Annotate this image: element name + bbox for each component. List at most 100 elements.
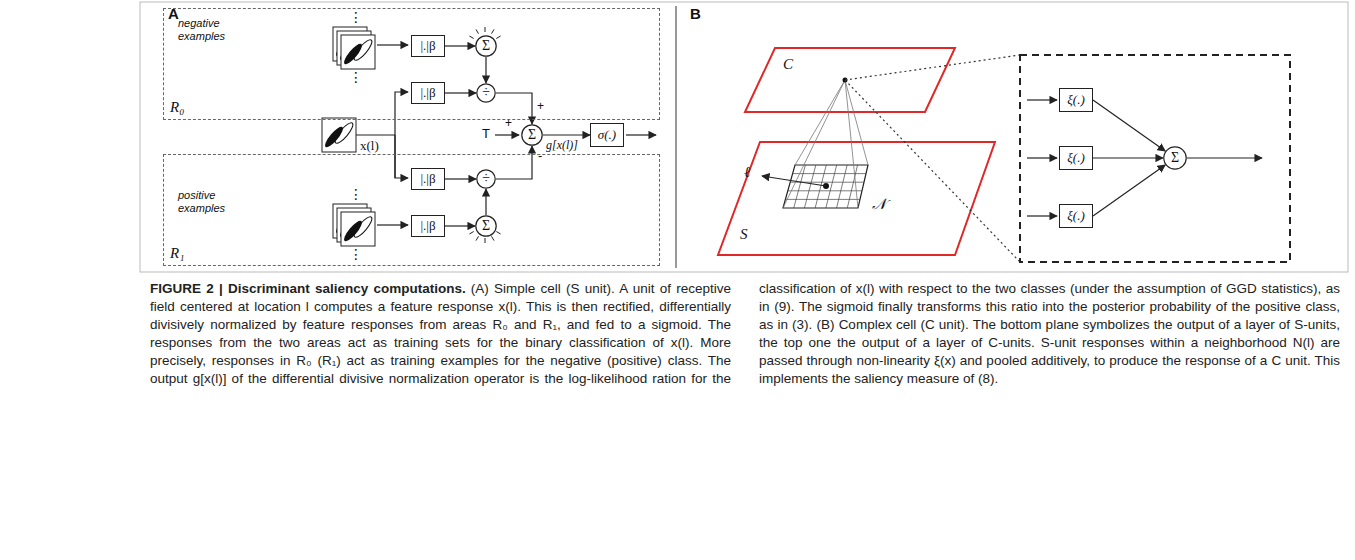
ellipsis-dots: ⋮ bbox=[349, 187, 363, 202]
node-text: σ(.) bbox=[598, 128, 616, 142]
node-text: ÷ bbox=[482, 85, 490, 100]
circle-stroke bbox=[1164, 147, 1186, 169]
rectify-box: |.|β bbox=[411, 168, 445, 190]
ray bbox=[496, 232, 500, 235]
location-symbol: ℓ bbox=[744, 164, 750, 181]
threshold-wire bbox=[495, 134, 519, 135]
sum-circle: Σ bbox=[1163, 146, 1187, 170]
pool-line bbox=[783, 80, 845, 208]
region-box: positive examplesR₁|.|β÷|.|βΣ bbox=[163, 154, 660, 266]
circle-stroke bbox=[522, 125, 542, 145]
connector bbox=[1093, 157, 1163, 158]
grid-line bbox=[837, 165, 848, 208]
ray bbox=[476, 236, 479, 240]
region-title: positive examples bbox=[178, 189, 240, 215]
grid-line bbox=[788, 190, 862, 191]
caption-text: (A) Simple cell (S unit). A unit of rece… bbox=[150, 281, 1340, 386]
sigmoid-box: σ(.) bbox=[590, 123, 624, 147]
plane-name: C bbox=[783, 56, 793, 73]
neighborhood-symbol: 𝒩 bbox=[872, 196, 886, 213]
wire bbox=[377, 44, 408, 45]
node-text: Σ bbox=[482, 38, 490, 53]
input-wire bbox=[1027, 157, 1057, 158]
connector bbox=[485, 57, 486, 83]
circle-stroke bbox=[477, 84, 495, 102]
divide-circle: ÷ bbox=[476, 169, 496, 189]
ray bbox=[469, 36, 473, 39]
sign: + bbox=[505, 117, 512, 130]
zoom-line bbox=[845, 80, 1020, 262]
ray bbox=[485, 238, 486, 243]
pool-line bbox=[795, 80, 845, 165]
divide-circle: ÷ bbox=[476, 83, 496, 103]
pool-line bbox=[845, 80, 868, 165]
sum-circle: Σ bbox=[475, 215, 497, 237]
nonlinearity-box: ξ(.) bbox=[1059, 204, 1093, 228]
sum-circle: Σ bbox=[475, 35, 497, 57]
connector bbox=[543, 134, 590, 135]
ellipsis-dots: ⋮ bbox=[349, 70, 363, 85]
figure-caption: FIGURE 2 | Discriminant saliency computa… bbox=[150, 280, 1340, 388]
ray bbox=[469, 232, 473, 235]
gabor-image bbox=[322, 118, 356, 152]
connector bbox=[445, 178, 476, 179]
output-wire bbox=[626, 134, 656, 135]
ray bbox=[485, 27, 486, 32]
circle-stroke bbox=[476, 36, 496, 56]
node-text: |.|β bbox=[420, 39, 435, 53]
nonlinearity-box: ξ(.) bbox=[1059, 146, 1093, 170]
node-text: Σ bbox=[1171, 150, 1179, 165]
node-text: Σ bbox=[482, 218, 490, 233]
gabor-image bbox=[341, 35, 375, 69]
sum-circle: Σ bbox=[521, 124, 543, 146]
plane-name: S bbox=[740, 226, 748, 243]
c-plane bbox=[745, 48, 955, 112]
rectify-box: |.|β bbox=[411, 82, 445, 104]
figure-title: FIGURE 2 | Discriminant saliency computa… bbox=[150, 281, 466, 296]
pooling-lines bbox=[783, 80, 868, 208]
threshold-symbol: T bbox=[482, 127, 490, 141]
node-text: |.|β bbox=[420, 219, 435, 233]
node-text: ξ(.) bbox=[1067, 209, 1084, 223]
s-plane bbox=[718, 142, 995, 255]
nonlinearity-box: ξ(.) bbox=[1059, 88, 1093, 112]
ellipsis-dots: ⋮ bbox=[349, 247, 363, 262]
wire bbox=[356, 134, 395, 135]
node-text: |.|β bbox=[420, 172, 435, 186]
connector bbox=[1093, 100, 1165, 151]
signal-name: x(l) bbox=[360, 139, 379, 153]
circle-stroke bbox=[476, 216, 496, 236]
grid-line bbox=[794, 165, 806, 208]
connector bbox=[496, 146, 532, 179]
node-text: |.|β bbox=[420, 86, 435, 100]
sign: + bbox=[537, 100, 544, 113]
output-wire bbox=[1187, 157, 1262, 158]
connector bbox=[485, 189, 486, 215]
ellipsis-dots: ⋮ bbox=[349, 10, 363, 25]
sign: - bbox=[538, 149, 542, 163]
c-unit-zoom-box bbox=[1020, 55, 1290, 262]
rectify-box: |.|β bbox=[411, 215, 445, 237]
edge-label: g[x(l)] bbox=[545, 139, 579, 152]
grid-line bbox=[785, 199, 860, 200]
node-text: ÷ bbox=[482, 171, 490, 186]
figure-frame bbox=[140, 2, 1348, 272]
region-box: negative examplesR₀|.|βΣ|.|β÷ bbox=[163, 8, 660, 120]
connector bbox=[445, 225, 475, 226]
ray bbox=[492, 236, 495, 240]
wire bbox=[377, 224, 408, 225]
panel-divider bbox=[675, 6, 676, 268]
region-symbol: R₁ bbox=[170, 245, 184, 262]
location-arrow bbox=[762, 176, 826, 186]
pool-line bbox=[845, 80, 858, 208]
connector bbox=[445, 92, 476, 93]
input-wire bbox=[1027, 99, 1057, 100]
node-text: ξ(.) bbox=[1067, 151, 1084, 165]
gabor-image bbox=[341, 212, 375, 246]
connector bbox=[1093, 165, 1165, 216]
connector bbox=[445, 45, 475, 46]
ray bbox=[496, 36, 500, 39]
